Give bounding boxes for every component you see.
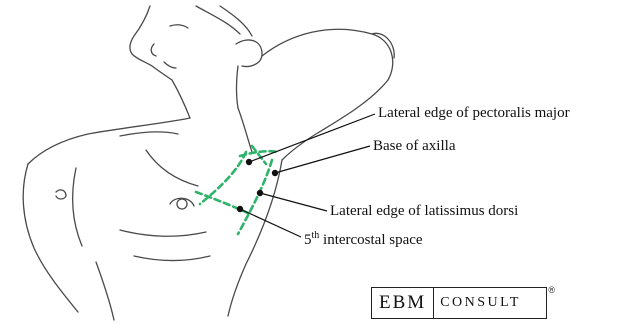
mouth (164, 62, 176, 68)
latissimus-line (238, 160, 272, 234)
neck (172, 80, 190, 118)
leader-axilla-base (275, 146, 370, 173)
leader-intercostal (240, 209, 301, 237)
logo-ebm: EBM (372, 288, 434, 318)
torso-side (228, 160, 282, 316)
left-arm-inner (73, 168, 82, 246)
clavicle (120, 132, 178, 136)
intercostal-number: 5 (304, 232, 312, 248)
eye (170, 25, 188, 28)
intercostal-text: intercostal space (319, 232, 422, 248)
logo-registered-mark: ® (548, 285, 555, 295)
label-intercostal-space: 5th intercostal space (304, 231, 423, 249)
raised-arm-upper (262, 29, 393, 80)
dot-intercostal (237, 206, 242, 211)
label-latissimus-dorsi: Lateral edge of latissimus dorsi (330, 202, 518, 220)
label-base-of-axilla: Base of axilla (373, 137, 455, 155)
elbow (372, 33, 394, 58)
leader-pectoralis (249, 114, 375, 162)
left-arm (23, 164, 78, 312)
marker-cross-top (252, 146, 266, 164)
dot-pectoralis (246, 159, 251, 164)
neck-back (237, 66, 239, 108)
rib-hint (120, 230, 206, 236)
nipple-left (56, 190, 66, 199)
dot-latissimus (257, 190, 262, 195)
rib-hint-2 (134, 256, 210, 261)
face-outline (130, 6, 172, 80)
logo-consult: CONSULT (434, 295, 521, 311)
nose (151, 44, 156, 56)
ebm-consult-logo: EBM CONSULT ® (371, 287, 547, 319)
shoulder-left (28, 118, 190, 164)
ear (236, 40, 262, 67)
body-sketch (23, 6, 394, 320)
dot-axilla-base (272, 170, 277, 175)
chest-fold (238, 108, 252, 152)
nipple-right (177, 199, 187, 209)
pectoral-contour (146, 150, 198, 186)
hair (196, 6, 252, 36)
torso-lower (96, 262, 114, 320)
label-pectoralis-major: Lateral edge of pectoralis major (378, 104, 570, 122)
